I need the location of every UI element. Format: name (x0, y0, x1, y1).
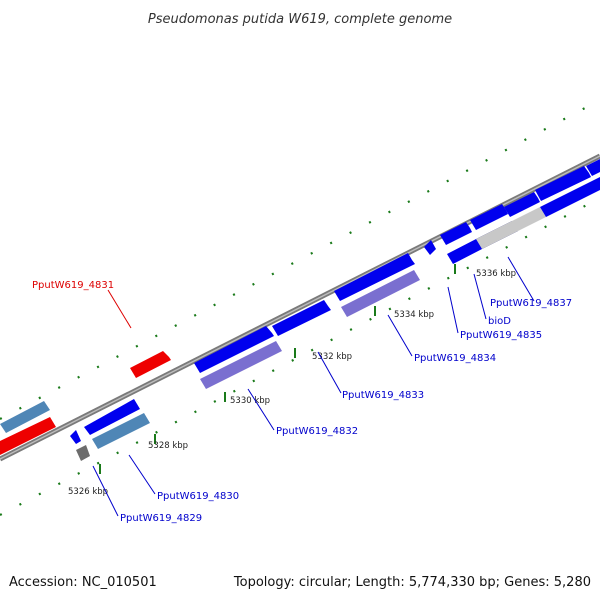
gene-right-forward[interactable] (535, 166, 591, 201)
gene-4830-steelblue[interactable] (92, 413, 150, 449)
tick-label-5326: 5326 kbp (68, 487, 108, 497)
label-biod[interactable]: bioD (488, 316, 511, 327)
gene-4829[interactable] (70, 430, 81, 444)
tick-label-5332: 5332 kbp (312, 352, 352, 362)
tick-labels: 5326 kbp 5328 kbp 5330 kbp 5332 kbp 5334… (68, 269, 516, 497)
gene-left-red[interactable] (0, 417, 56, 455)
gene-4834[interactable] (334, 253, 415, 301)
gene-4833[interactable] (272, 300, 331, 336)
label-pputw619-4835[interactable]: PputW619_4835 (460, 330, 542, 341)
gene-4832-lavender[interactable] (200, 341, 282, 389)
gene-edge-forward[interactable] (586, 159, 600, 176)
label-pputw619-4837[interactable]: PputW619_4837 (490, 298, 572, 309)
gene-4831[interactable] (130, 351, 171, 378)
gene-4837[interactable] (504, 192, 540, 217)
tick-marks (99, 264, 456, 474)
label-pputw619-4830[interactable]: PputW619_4830 (157, 491, 239, 502)
gene-left-steelblue[interactable] (0, 401, 50, 433)
forward-strand-genes (0, 159, 600, 433)
genome-summary-text: Topology: circular; Length: 5,774,330 bp… (233, 575, 591, 590)
accession-text: Accession: NC_010501 (9, 575, 157, 590)
gene-4834-lavender[interactable] (341, 270, 420, 317)
gene-4830[interactable] (84, 399, 140, 435)
label-leader-lines (92, 256, 535, 517)
gene-biod[interactable] (470, 204, 508, 230)
gene-4835-reverse[interactable] (447, 238, 484, 264)
label-pputw619-4832[interactable]: PputW619_4832 (276, 426, 358, 437)
gene-labels: PputW619_4831 PputW619_4829 PputW619_483… (32, 280, 572, 524)
gc-skew-inner-track (0, 197, 600, 516)
gene-right-reverse[interactable] (540, 177, 600, 217)
label-pputw619-4831[interactable]: PputW619_4831 (32, 280, 114, 291)
gene-grey-block[interactable] (476, 207, 546, 249)
gene-small-arrow[interactable] (424, 240, 436, 255)
gene-4835[interactable] (440, 222, 472, 245)
genome-title: Pseudomonas putida W619, complete genome (148, 12, 452, 27)
tick-label-5328: 5328 kbp (148, 441, 188, 451)
tick-label-5330: 5330 kbp (230, 396, 270, 406)
label-pputw619-4829[interactable]: PputW619_4829 (120, 513, 202, 524)
label-pputw619-4834[interactable]: PputW619_4834 (414, 353, 496, 364)
tick-label-5336: 5336 kbp (476, 269, 516, 279)
reverse-strand-genes (0, 177, 600, 461)
gene-4829-grey[interactable] (76, 445, 90, 461)
gene-4832[interactable] (194, 326, 274, 373)
label-pputw619-4833[interactable]: PputW619_4833 (342, 390, 424, 401)
tick-label-5334: 5334 kbp (394, 310, 434, 320)
